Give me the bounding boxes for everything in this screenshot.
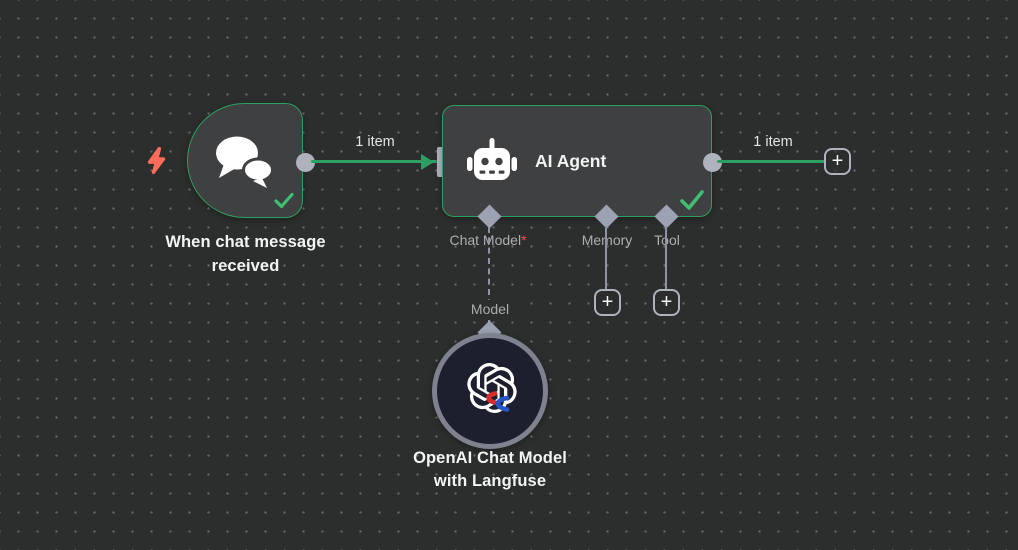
edge-items-label: 1 item: [753, 134, 793, 150]
chat-model-port-label: Chat Model*: [449, 232, 527, 248]
trigger-bolt-icon: [144, 146, 168, 175]
memory-port-label: Memory: [581, 232, 633, 248]
tool-port-label: Tool: [654, 232, 680, 248]
add-tool-button[interactable]: +: [653, 289, 680, 316]
robot-icon: [462, 136, 522, 188]
edge-trigger-to-agent[interactable]: [311, 160, 437, 163]
node-openai-chat-model[interactable]: [432, 333, 548, 449]
edge-memory-stub: [605, 226, 607, 289]
success-check-icon: [679, 189, 705, 211]
node-ai-agent[interactable]: AI Agent: [442, 105, 712, 217]
edge-agent-output[interactable]: [717, 160, 825, 163]
trigger-output-port[interactable]: [296, 153, 315, 172]
trigger-node-label: When chat message received: [165, 233, 326, 275]
langfuse-logo-icon: [481, 391, 513, 412]
node-chat-trigger[interactable]: [187, 103, 303, 218]
success-check-icon: [274, 192, 294, 209]
model-node-label: OpenAI Chat Model with Langfuse: [413, 449, 567, 490]
edge-arrowhead: [421, 154, 434, 170]
required-marker: *: [521, 232, 527, 248]
add-memory-button[interactable]: +: [594, 289, 621, 316]
edge-chat-model[interactable]: [488, 227, 490, 326]
agent-node-title: AI Agent: [535, 150, 607, 171]
agent-output-port[interactable]: [703, 153, 722, 172]
chat-bubbles-icon: [212, 133, 276, 189]
edge-items-label: 1 item: [355, 134, 395, 150]
edge-tool-stub: [665, 226, 667, 289]
model-connection-label: Model: [450, 300, 530, 318]
add-next-node-button[interactable]: +: [824, 148, 851, 175]
